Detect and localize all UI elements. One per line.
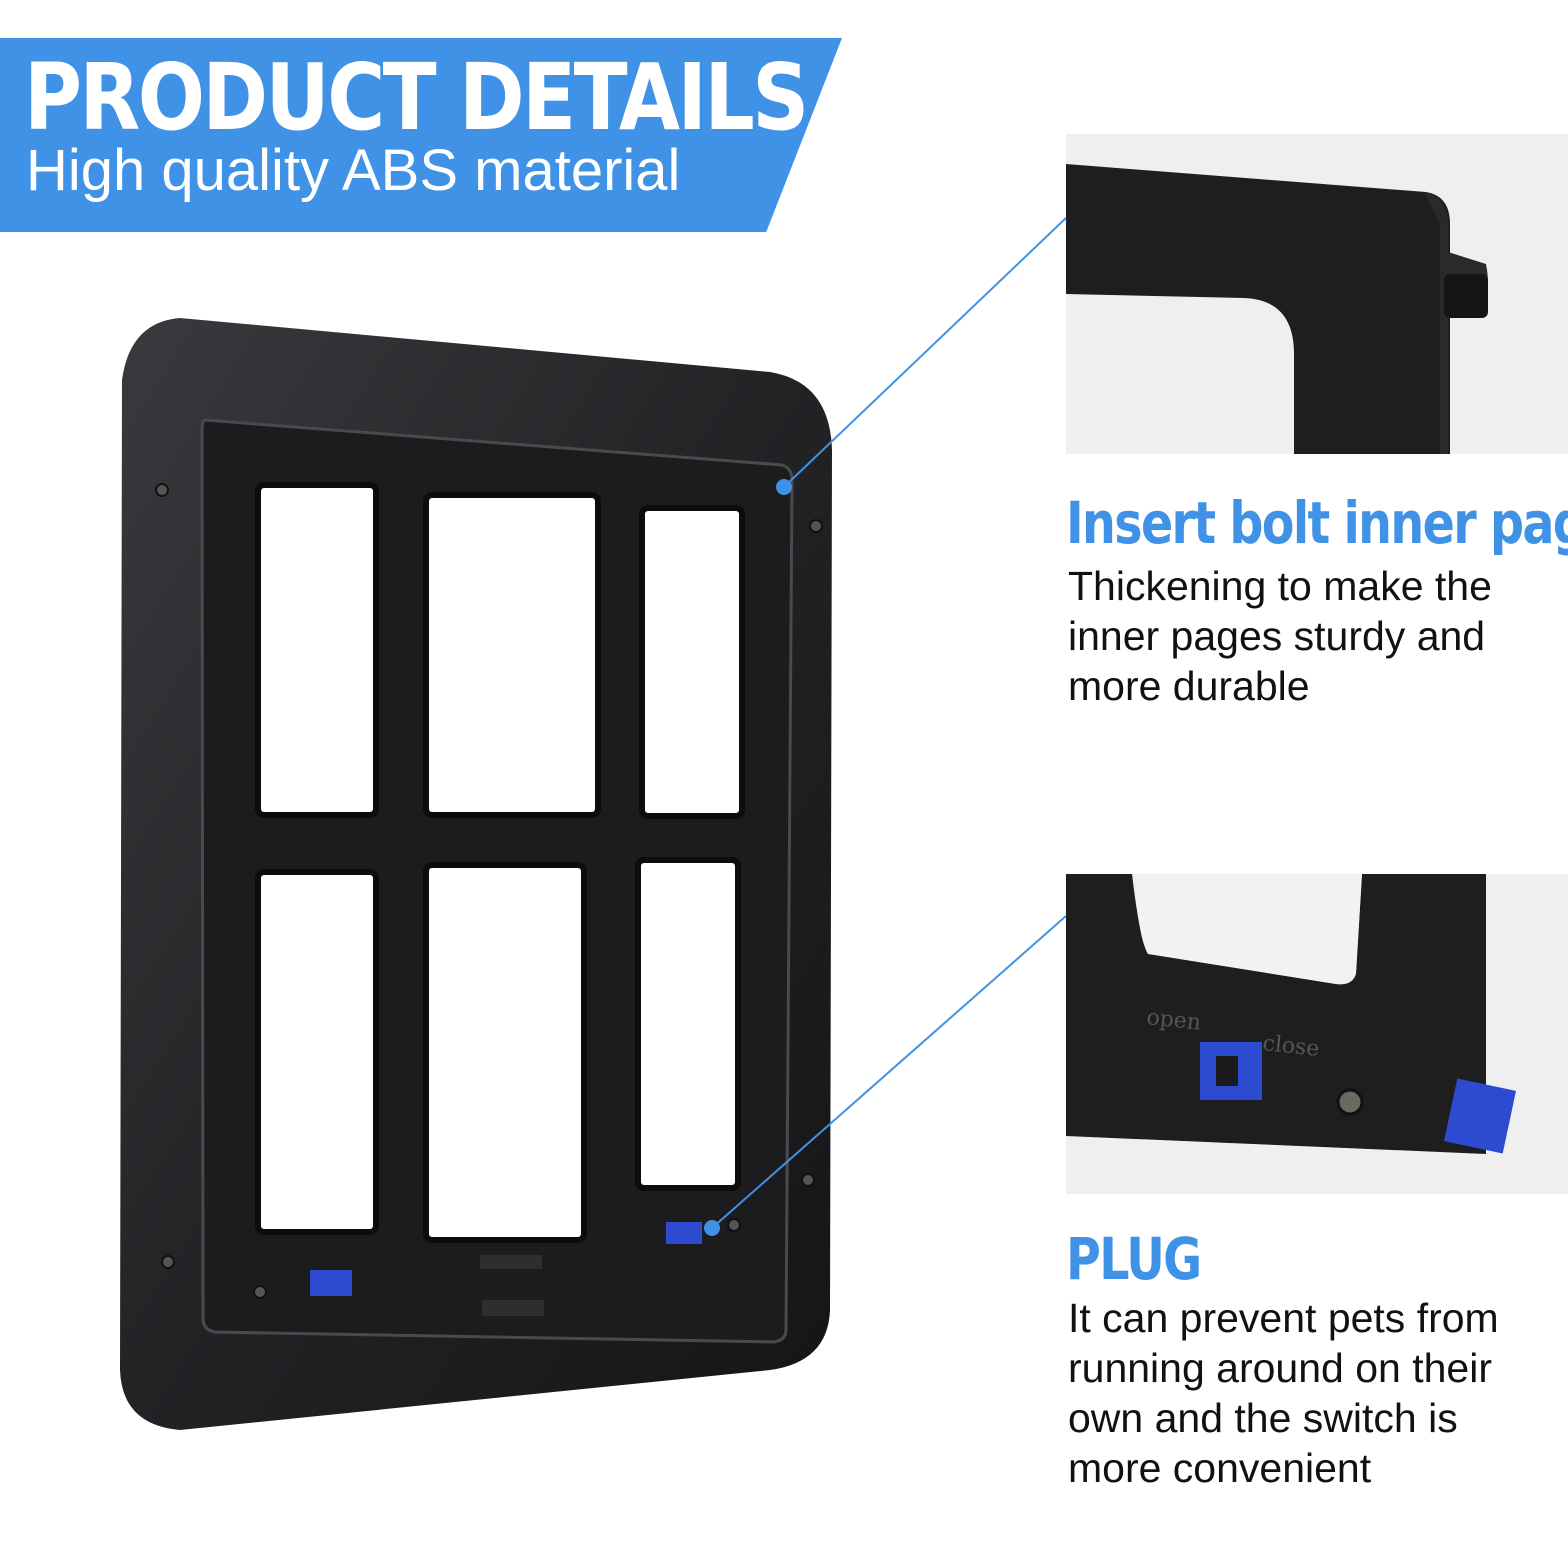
description-line: It can prevent pets from	[1068, 1295, 1499, 1341]
banner-subtitle: High quality ABS material	[26, 138, 681, 203]
open-label: open	[1145, 1005, 1202, 1036]
description-line: inner pages sturdy and	[1068, 613, 1486, 659]
feature-insert-bolt-heading: Insert bolt inner page	[1066, 489, 1568, 557]
close-label: close	[1261, 1031, 1320, 1062]
feature-plug-heading: PLUG	[1066, 1225, 1202, 1293]
description-line: more convenient	[1068, 1445, 1372, 1491]
banner-title: PRODUCT DETAILS	[24, 44, 809, 151]
feature-insert-bolt-description: Thickening to make the inner pages sturd…	[1068, 561, 1563, 711]
pet-door-product-image	[120, 318, 832, 1430]
header-banner	[0, 38, 842, 232]
description-line: Thickening to make the	[1068, 563, 1492, 609]
description-line: running around on their	[1068, 1345, 1492, 1391]
description-line: own and the switch is	[1068, 1395, 1458, 1441]
description-line: more durable	[1068, 663, 1310, 709]
detail-photo-latch-switch: open close	[1066, 874, 1568, 1194]
detail-photo-frame-corner	[1066, 134, 1568, 454]
feature-plug-description: It can prevent pets from running around …	[1068, 1293, 1563, 1493]
